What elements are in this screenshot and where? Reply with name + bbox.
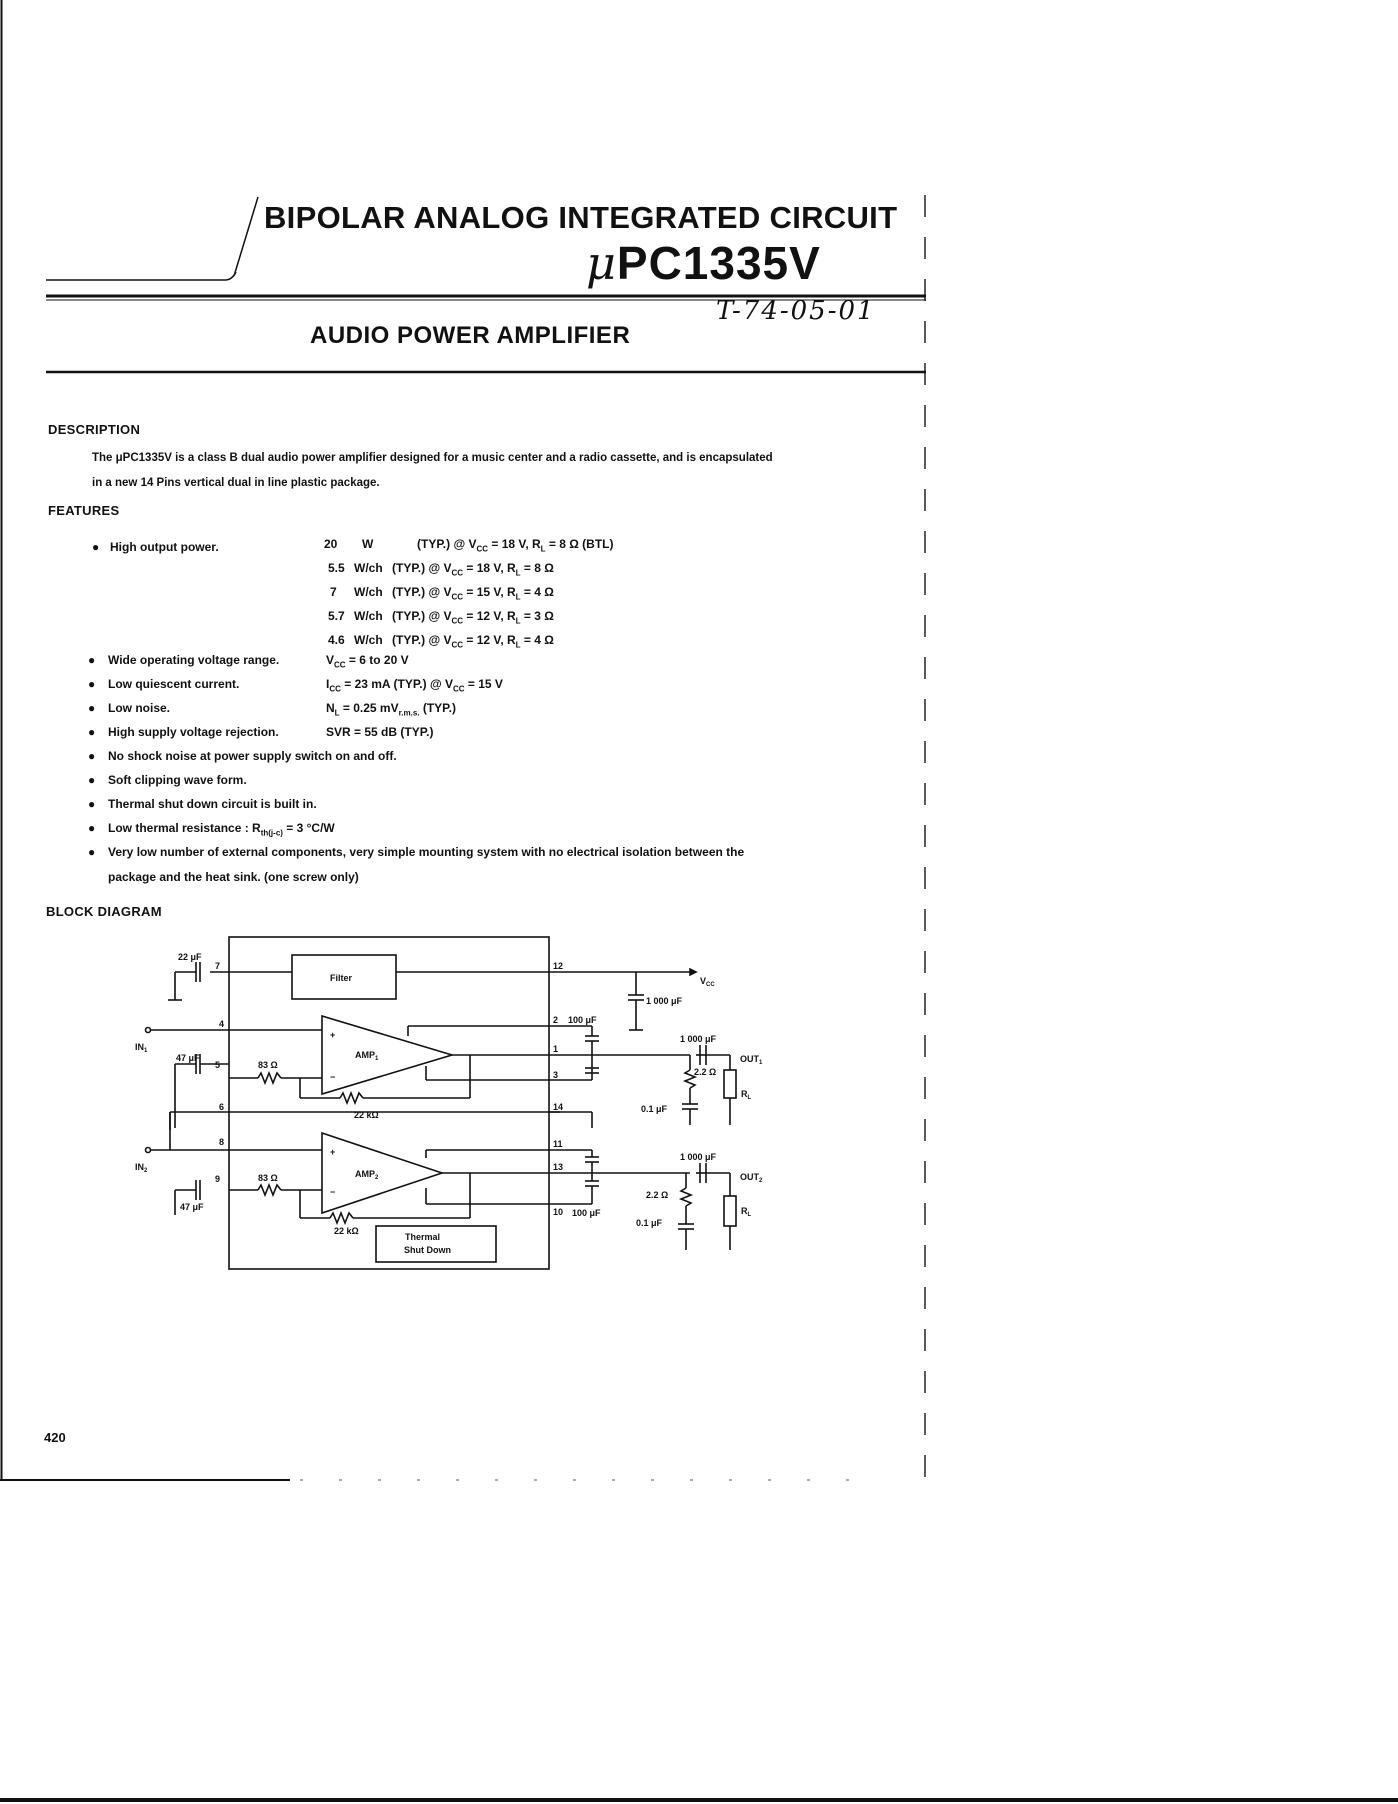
pin-4: 4 (219, 1019, 224, 1029)
feature-quiescent-value: ICC = 23 mA (TYP.) @ VCC = 15 V (326, 677, 503, 694)
in2-label: IN2 (135, 1162, 148, 1174)
cap-22uf-label: 22 μF (178, 952, 202, 962)
document-subtitle: AUDIO POWER AMPLIFIER (310, 322, 631, 349)
pin-12: 12 (553, 961, 563, 971)
rl1-label: RL (741, 1089, 752, 1101)
pin-6: 6 (219, 1102, 224, 1112)
filter-label: Filter (330, 973, 353, 983)
feature-output-power-label: High output power. (110, 540, 219, 554)
cap-1000uf-out2-label: 1 000 μF (680, 1152, 717, 1162)
description-heading: DESCRIPTION (48, 422, 141, 437)
amp2-minus: − (330, 1187, 335, 1197)
cap-1000uf-vcc-label: 1 000 μF (646, 996, 683, 1006)
feature-shock-noise: No shock noise at power supply switch on… (108, 749, 397, 763)
bullet: ● (88, 797, 96, 811)
bullet: ● (92, 540, 100, 554)
features-heading: FEATURES (48, 503, 120, 518)
feature-external-components-line-1: Very low number of external components, … (108, 845, 745, 859)
cap-100uf-1-label: 100 μF (568, 1015, 597, 1025)
pin-2: 2 (553, 1015, 558, 1025)
feature-voltage-range-value: VCC = 6 to 20 V (326, 653, 409, 670)
feature-noise-label: Low noise. (108, 701, 171, 715)
res-83-label-2: 83 Ω (258, 1173, 278, 1183)
filter-block (291, 954, 397, 1000)
vcc-label: VCC (700, 976, 715, 988)
res-22-label-1: 2.2 Ω (694, 1067, 716, 1077)
pin-3: 3 (553, 1070, 558, 1080)
amp1-label: AMP1 (355, 1050, 379, 1062)
res-83-label-1: 83 Ω (258, 1060, 278, 1070)
feature-noise-value: NL = 0.25 mVr.m.s. (TYP.) (326, 701, 456, 718)
feature-thermal-resistance: Low thermal resistance : Rth(j-c) = 3 °C… (108, 821, 335, 838)
bullet: ● (88, 725, 96, 739)
cap-47uf-label-2: 47 μF (180, 1202, 204, 1212)
bullet: ● (88, 821, 96, 835)
description-line-1: The μPC1335V is a class B dual audio pow… (92, 452, 773, 464)
out2-label: OUT2 (740, 1172, 763, 1184)
feature-soft-clipping: Soft clipping wave form. (108, 773, 247, 787)
part-number: μPC1335V (586, 236, 821, 290)
feature-external-components-line-2: package and the heat sink. (one screw on… (108, 870, 359, 884)
pin-5: 5 (215, 1060, 220, 1070)
cap-100uf-2-label: 100 μF (572, 1208, 601, 1218)
amp1-plus: + (330, 1030, 335, 1040)
pin-7: 7 (215, 961, 220, 971)
pin-9: 9 (215, 1174, 220, 1184)
thermal-label: Thermal (405, 1232, 440, 1242)
amp1-minus: − (330, 1072, 335, 1082)
in1-label: IN1 (135, 1042, 148, 1054)
pin-14: 14 (553, 1102, 563, 1112)
res-22-label-2: 2.2 Ω (646, 1190, 668, 1200)
bullet: ● (88, 701, 96, 715)
bullet: ● (88, 677, 96, 691)
part-prefix: μ (586, 236, 617, 290)
cap-01uf-2-label: 0.1 μF (636, 1218, 663, 1228)
res-22k-label-1: 22 kΩ (354, 1110, 379, 1120)
feature-svr-label: High supply voltage rejection. (108, 725, 279, 739)
rl2-label: RL (741, 1206, 752, 1218)
feature-quiescent-label: Low quiescent current. (108, 677, 240, 691)
amp2-label: AMP2 (355, 1169, 379, 1181)
ic-outline (228, 936, 550, 1270)
document-category: BIPOLAR ANALOG INTEGRATED CIRCUIT (264, 200, 898, 235)
cap-01uf-1-label: 0.1 μF (641, 1104, 668, 1114)
thermal-shutdown-block (375, 1225, 497, 1263)
pin-8: 8 (219, 1137, 224, 1147)
res-22k-label-2: 22 kΩ (334, 1226, 359, 1236)
amp1-triangle (321, 1014, 455, 1096)
bullet: ● (88, 773, 96, 787)
handwritten-code: T-74-05-01 (716, 296, 876, 326)
part-number-text: PC1335V (616, 237, 821, 289)
pin-1: 1 (553, 1044, 558, 1054)
bullet: ● (88, 749, 96, 763)
amp2-triangle (321, 1131, 445, 1215)
amp2-plus: + (330, 1147, 335, 1157)
feature-voltage-range-label: Wide operating voltage range. (108, 653, 280, 667)
pin-13: 13 (553, 1162, 563, 1172)
page-number: 420 (44, 1430, 66, 1445)
shutdown-label: Shut Down (404, 1245, 451, 1255)
feature-svr-value: SVR = 55 dB (TYP.) (326, 725, 434, 739)
block-diagram-heading: BLOCK DIAGRAM (46, 904, 162, 919)
out1-label: OUT1 (740, 1054, 763, 1066)
pin-11: 11 (553, 1139, 563, 1149)
feature-thermal-shutdown: Thermal shut down circuit is built in. (108, 797, 317, 811)
cap-1000uf-out1-label: 1 000 μF (680, 1034, 717, 1044)
pin-10: 10 (553, 1207, 563, 1217)
bullet: ● (88, 845, 96, 859)
cap-47uf-label-1: 47 μF (176, 1053, 200, 1063)
bullet: ● (88, 653, 96, 667)
description-line-2: in a new 14 Pins vertical dual in line p… (92, 477, 380, 489)
